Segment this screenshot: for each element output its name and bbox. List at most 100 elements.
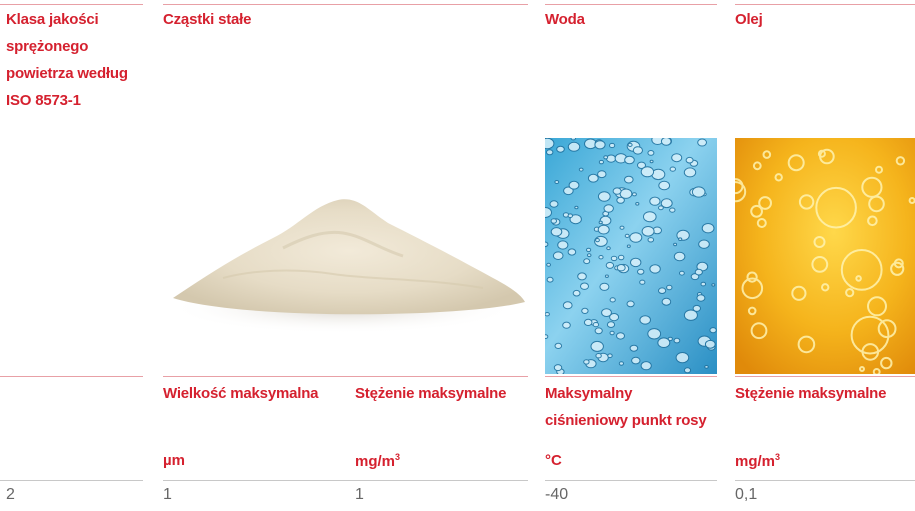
water-drop [581,307,589,314]
water-drop [598,255,604,260]
water-drop [612,187,622,195]
oil-bubble [735,181,747,203]
water-drop [568,180,580,190]
oil-bubble [859,366,865,372]
oil-bubble [758,196,773,210]
water-drop [709,327,717,334]
oil-bubble [747,306,757,316]
water-drop [572,289,581,297]
water-drop [629,232,643,243]
water-drop [647,150,655,156]
cell-particle-concentration: 1 [355,486,364,503]
oil-bubble [861,343,880,361]
water-drop [603,204,614,213]
water-drop [673,242,678,247]
water-drop [627,142,633,148]
water-drop [675,352,690,364]
water-drop [583,318,593,326]
oil-bubble [817,149,826,158]
row-rule-water [545,480,717,481]
water-drop [683,309,698,321]
header-rule-water [545,4,717,5]
water-drop [580,282,589,290]
water-drop [704,339,716,349]
oil-bubble [797,335,816,354]
water-drop [635,202,640,206]
water-drop [554,180,560,184]
water-drop [604,274,609,278]
sub-rule-particles [163,376,528,377]
water-drop [673,251,686,262]
water-drop [647,237,655,243]
water-drop [545,207,552,218]
oil-bubble [840,248,883,291]
oil-bubble [895,156,906,166]
water-drop [567,248,577,256]
water-drop [658,205,664,211]
water-drop [711,283,716,287]
water-drop [649,264,661,274]
sub-rule-oil [735,376,915,377]
header-rule-class [0,4,143,5]
oil-bubble [813,236,826,248]
water-drop [606,321,616,329]
water-drop [567,213,573,218]
oil-bubble [746,271,758,283]
oil-bubble [750,322,768,340]
water-drop [569,214,582,225]
water-drop [619,225,625,230]
water-drop [586,253,592,258]
water-drop [607,353,613,358]
water-drop [637,268,645,275]
water-drop [640,166,655,178]
water-drop [639,279,646,285]
water-drop [598,159,605,165]
unit-oil-concentration-base: mg/m [735,453,776,470]
water-drop [595,353,602,359]
row-rule-class [0,480,143,481]
water-drop [701,223,715,234]
oil-bubble [868,195,885,213]
water-drop [597,224,610,235]
water-drop [603,155,609,160]
water-drop [595,238,600,243]
cell-oil-concentration: 0,1 [735,486,758,503]
oil-bubble [875,165,883,174]
water-drop [616,196,625,204]
header-water: Woda [545,11,585,28]
sub-rule-class [0,376,143,377]
sub-rule-water [545,376,717,377]
unit-oil-concentration-sup: 3 [775,452,781,462]
water-drop [626,244,631,248]
water-drop [545,149,554,156]
water-drop [592,322,600,328]
water-drop [570,138,576,141]
water-drop [545,334,549,339]
water-drop [609,297,616,303]
unit-water-dew-point: °C [545,452,562,469]
water-drop [640,361,652,371]
water-drop [554,342,563,349]
oil-bubble [756,218,767,228]
subheader-particle-size: Wielkość maksymalna [163,385,319,402]
header-class: Klasa jakości sprężonego powietrza wedłu… [6,11,128,109]
water-droplets-image [545,138,717,374]
water-drop [583,258,591,265]
water-drop [661,297,672,306]
water-drop [669,166,677,172]
cell-water-dew-point: -40 [545,486,569,503]
water-drop [599,282,610,291]
water-drop [577,272,587,281]
water-drop [586,247,592,253]
water-drop [673,337,681,344]
water-drop [696,294,706,302]
row-rule-particles [163,480,528,481]
water-drop [631,356,641,365]
water-drop [669,207,676,213]
water-drop [546,276,554,283]
water-drop [649,159,654,164]
water-drop [545,138,555,150]
water-drop [606,154,617,163]
water-drop [698,239,710,249]
water-drop [563,186,574,196]
